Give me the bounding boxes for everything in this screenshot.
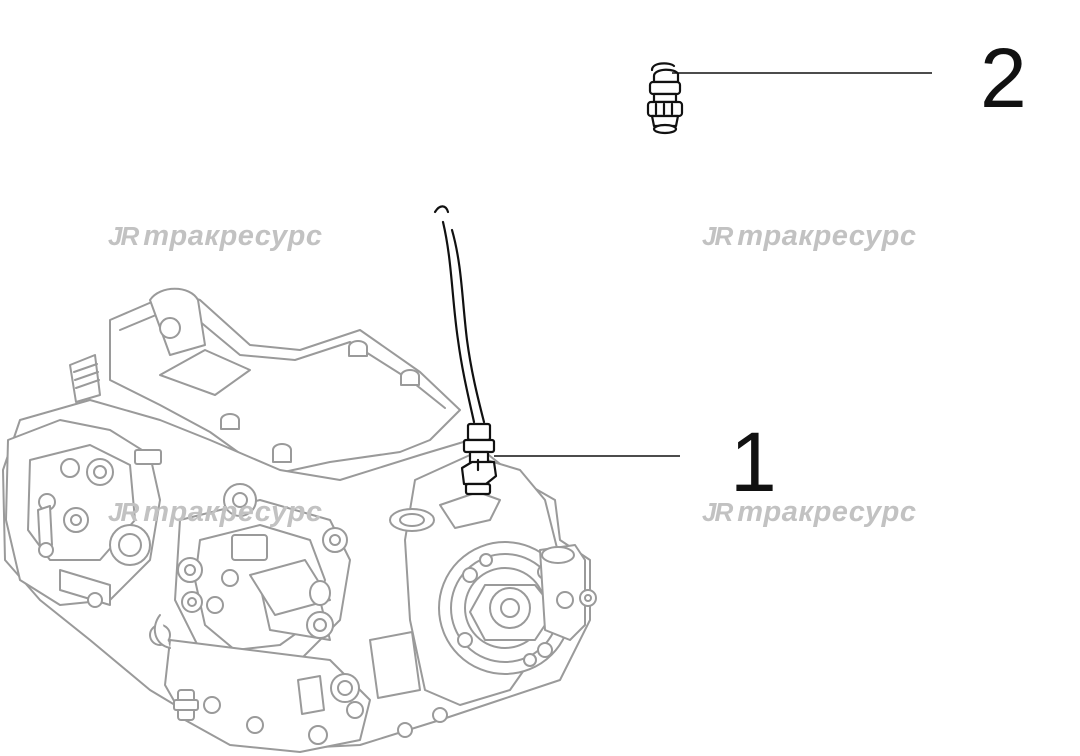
watermark-logo-icon: JR — [702, 497, 733, 527]
part-2-sensor — [646, 62, 684, 135]
watermark-logo-icon: JR — [108, 221, 139, 251]
watermark-bottom-left: JR тракресурс — [108, 496, 323, 529]
transmission-assembly — [2, 287, 597, 753]
part-1-sensor-with-cable — [433, 205, 498, 496]
watermark-text: тракресурс — [143, 220, 323, 252]
watermark-top-right: JR тракресурс — [702, 220, 917, 253]
watermark-text: тракресурс — [737, 496, 917, 528]
watermark-text: тракресурс — [143, 496, 323, 528]
watermark-logo-icon: JR — [702, 221, 733, 251]
watermark-bottom-right: JR тракресурс — [702, 496, 917, 529]
watermark-top-left: JR тракресурс — [108, 220, 323, 253]
callout-number-2: 2 — [980, 31, 1027, 125]
watermark-logo-icon: JR — [108, 497, 139, 527]
callout-number-1: 1 — [730, 415, 777, 509]
watermark-text: тракресурс — [737, 220, 917, 252]
